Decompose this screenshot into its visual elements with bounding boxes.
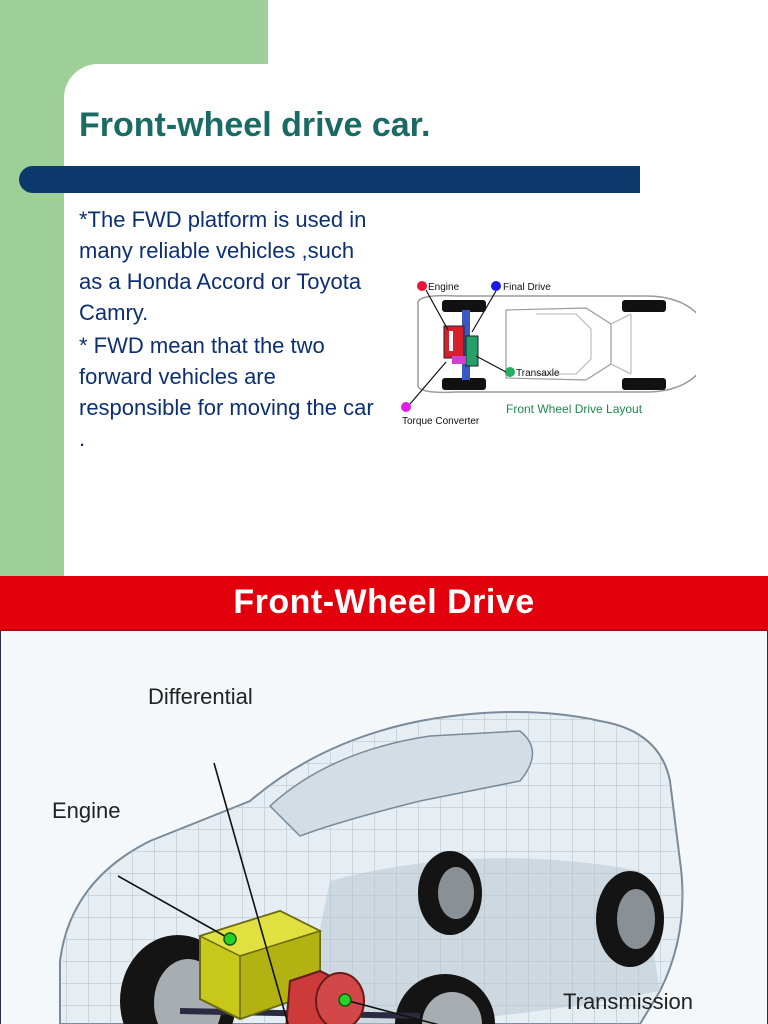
wheel-rear-near [596,871,664,967]
transmission-3d [285,969,365,1024]
wheel-front-right [442,378,486,390]
torque-converter-dot [401,402,411,412]
poster-header [0,576,768,631]
differential-callout: Differential [148,684,253,709]
fwd-layout-diagram: Engine Final Drive Transaxle Torque Conv… [401,281,696,427]
legend-engine-label: Engine [428,282,460,293]
paragraph-fwd-meaning: * FWD mean that the two forward vehicles… [79,333,374,451]
engine-dot [417,281,427,291]
car-outline [417,294,696,394]
wheel-front-right [395,974,495,1024]
wheel-front-left [442,300,486,312]
car-windows [268,730,534,837]
engine-marker [223,932,237,946]
wheel-rear-right [622,378,666,390]
transmission-marker [338,993,352,1007]
transmission-callout: Transmission [563,989,693,1014]
layout-caption: Front Wheel Drive Layout [506,402,643,416]
transaxle-block [465,335,479,367]
car-wireframe-illustration [59,711,684,1024]
wheel-rear-left [622,300,666,312]
engine-block [443,325,465,359]
legend-torque-converter-label: Torque Converter [402,416,480,427]
transaxle-dot [505,367,515,377]
poster-title: Front-Wheel Drive [233,583,535,621]
title-underline-bar [19,166,640,193]
legend-final-drive-label: Final Drive [503,282,551,293]
fwd-poster: Front-Wheel Drive [0,576,768,1024]
slide-title: Front-wheel drive car. [79,106,431,144]
slide-body: *The FWD platform is used in many reliab… [79,204,379,454]
legend-transaxle-label: Transaxle [516,368,560,379]
engine-callout: Engine [52,798,121,823]
wheel-rear-far [418,851,482,935]
final-drive-dot [491,281,501,291]
paragraph-fwd-platform: *The FWD platform is used in many reliab… [79,207,367,325]
